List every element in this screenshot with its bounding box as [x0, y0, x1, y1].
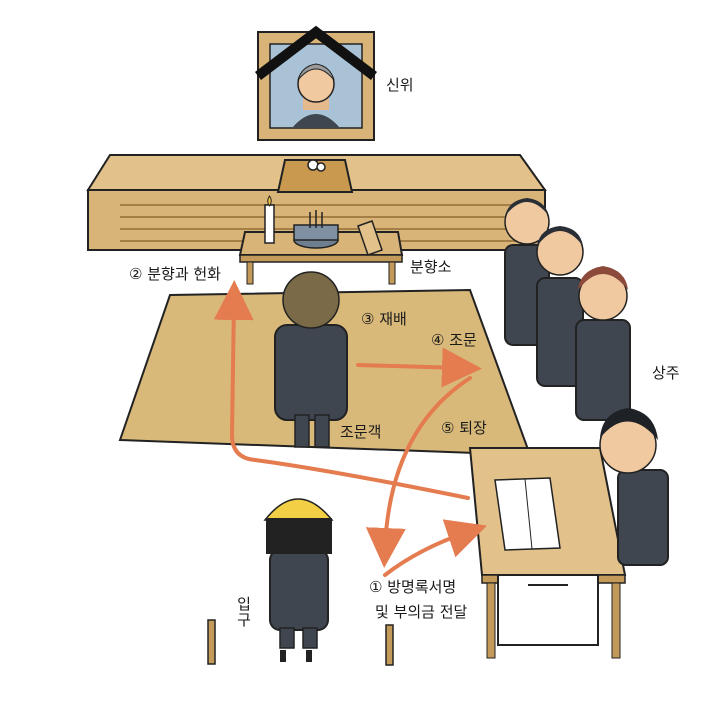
arrow-step5 — [365, 376, 472, 568]
entrance-posts — [207, 619, 394, 666]
label-portrait: 신위 — [386, 76, 414, 94]
mourner-3 — [575, 266, 631, 421]
label-step1-line1: ① 방명록서명 — [369, 578, 457, 596]
flower-stand — [276, 159, 354, 193]
label-step5: ⑤ 퇴장 — [441, 419, 487, 437]
visitor — [274, 271, 348, 448]
arrow-step4 — [356, 347, 482, 388]
arrow-step2 — [213, 280, 470, 500]
arrow-step1 — [383, 519, 487, 577]
memorial-portrait — [254, 25, 378, 141]
receptionist — [599, 408, 669, 566]
procedure-arrows — [213, 280, 487, 577]
mourner-2 — [536, 226, 584, 387]
entering-visitor — [263, 498, 334, 662]
label-mourners: 상주 — [652, 364, 680, 382]
incense-table — [238, 195, 404, 285]
label-step2: ② 분향과 헌화 — [129, 265, 221, 283]
label-step1-line2: 및 부의금 전달 — [375, 603, 468, 621]
altar — [86, 154, 547, 251]
label-entrance: 입구 — [237, 595, 251, 629]
label-step4: ④ 조문 — [431, 331, 477, 349]
label-visitor: 조문객 — [340, 423, 382, 441]
label-step3: ③ 재배 — [361, 310, 407, 328]
condolence-box — [497, 574, 599, 646]
label-incense-spot: 분향소 — [410, 258, 452, 276]
